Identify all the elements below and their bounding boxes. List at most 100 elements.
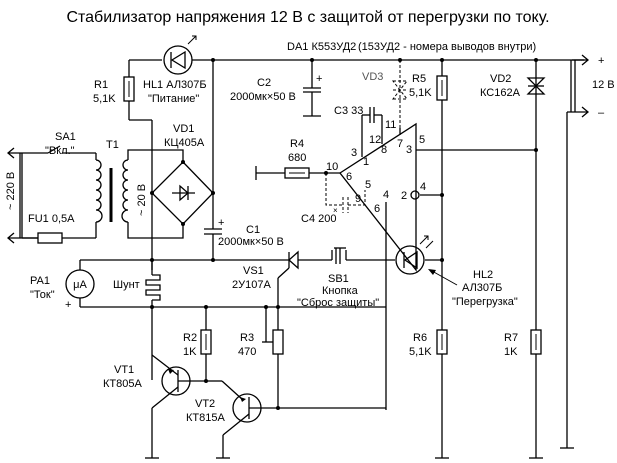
vt1-value: КТ805А (103, 378, 142, 390)
c2-plus: + (316, 73, 322, 85)
mains-voltage-label: ~ 220 В (5, 172, 17, 210)
r5-resistor (436, 60, 448, 330)
junction (534, 58, 538, 62)
pa1-plus: + (65, 299, 71, 311)
junction (398, 58, 402, 62)
pa1-symbol: μA (73, 279, 87, 291)
da1-note: (153УД2 - номера выводов внутри) (358, 41, 536, 53)
vs1-thyristor (277, 250, 299, 307)
output-bracket (570, 60, 576, 112)
shunt-label: Шунт (113, 279, 140, 291)
t1-secondary-label: ~ 20 В (136, 184, 148, 216)
c1-plus: + (218, 217, 224, 229)
pin-10: 10 (326, 161, 338, 173)
r7-value: 1K (504, 346, 518, 358)
sb1-ref: SB1 (328, 273, 349, 285)
c1-ref: C1 (246, 224, 260, 236)
c2-capacitor (303, 60, 321, 117)
c2-value: 2000мк×50 В (230, 91, 296, 103)
c2-ref: C2 (257, 77, 271, 89)
hl2-pointer-arrow (428, 269, 458, 286)
hl1-ref: HL1 АЛ307Б (143, 79, 207, 91)
r2-resistor (200, 307, 212, 381)
pin-2: 2 (401, 190, 407, 202)
r5-value: 5,1K (409, 87, 432, 99)
r3-value: 470 (238, 346, 256, 358)
junction (440, 58, 444, 62)
da1-opamp (339, 107, 536, 410)
c4-mark: × (333, 206, 338, 215)
r2-value: 1K (183, 346, 197, 358)
vt2-ref: VT2 (195, 398, 215, 410)
r6-ref: R6 (413, 332, 427, 344)
r6-value: 5,1K (409, 346, 432, 358)
fu1-fuse (22, 222, 97, 244)
vs1-ref: VS1 (243, 265, 264, 277)
r4-resistor (255, 166, 340, 180)
pin-4-lower: 4 (383, 189, 389, 201)
c1-capacitor (204, 228, 222, 260)
pin-7: 7 (397, 138, 403, 150)
r7-resistor (529, 329, 543, 459)
sb1-button[interactable] (331, 247, 347, 264)
pin-6-lower: 6 (374, 203, 380, 215)
pin-11: 11 (385, 119, 396, 131)
pin-9: 9 (355, 193, 361, 205)
junction (310, 58, 314, 62)
pa1-ref: PA1 (30, 275, 50, 287)
hl2-value: АЛ307Б (462, 282, 502, 294)
junction (181, 160, 185, 164)
output-terminal-minus (560, 106, 590, 449)
output-minus-label: – (598, 107, 605, 119)
r1-value: 5,1K (93, 93, 116, 105)
junction (181, 222, 185, 226)
schematic-title: Стабилизатор напряжения 12 В с защитой о… (66, 9, 549, 26)
pin-6-inner: 6 (346, 171, 352, 183)
pin-5-lower: 5 (365, 179, 371, 191)
r1-ref: R1 (94, 79, 108, 91)
junction (264, 305, 268, 309)
junction (211, 191, 215, 195)
c3-ref: C3 33 (334, 105, 363, 117)
pa1-label: "Ток" (30, 289, 55, 301)
pa1-ammeter (65, 260, 386, 308)
vd3-ref: VD3 (362, 71, 383, 83)
vs1-value: 2У107А (232, 279, 271, 291)
pin-12: 12 (369, 134, 381, 146)
hl1-led (163, 35, 197, 75)
junction (276, 305, 280, 309)
vd1-ref: VD1 (173, 123, 194, 135)
sa1-switch (47, 145, 97, 160)
hl1-label: "Питание" (148, 93, 199, 105)
pin-3-left: 3 (351, 147, 357, 159)
pin-8: 8 (381, 144, 387, 156)
pin-1: 1 (363, 156, 369, 168)
vt2-transistor (206, 380, 386, 459)
t1-ref: T1 (106, 139, 119, 151)
vt1-transistor (145, 354, 206, 459)
r4-value: 680 (288, 152, 306, 164)
pin-3-right: 3 (406, 144, 412, 156)
fu1-label: FU1 0,5А (28, 213, 75, 225)
sa1-label: "Вкл." (45, 145, 75, 157)
t1-transformer (95, 149, 184, 239)
output-plus-label: + (598, 55, 604, 67)
pin-4-right: 4 (420, 181, 426, 193)
hl2-label: "Перегрузка" (452, 296, 518, 308)
junction (440, 258, 444, 262)
r3-ref: R3 (240, 332, 254, 344)
junction (204, 305, 208, 309)
junction (150, 305, 154, 309)
junction (211, 58, 215, 62)
output-voltage-label: 12 В (592, 79, 615, 91)
r3-potentiometer (262, 307, 284, 408)
pin-5-right: 5 (419, 134, 425, 146)
sa1-ref: SA1 (55, 131, 76, 143)
r4-ref: R4 (290, 138, 304, 150)
junction (276, 406, 280, 410)
junction (440, 193, 444, 197)
vd2-ref: VD2 (490, 73, 511, 85)
c4-ref: C4 200 (301, 213, 336, 225)
c1-value: 2000мк×50 В (218, 236, 284, 248)
